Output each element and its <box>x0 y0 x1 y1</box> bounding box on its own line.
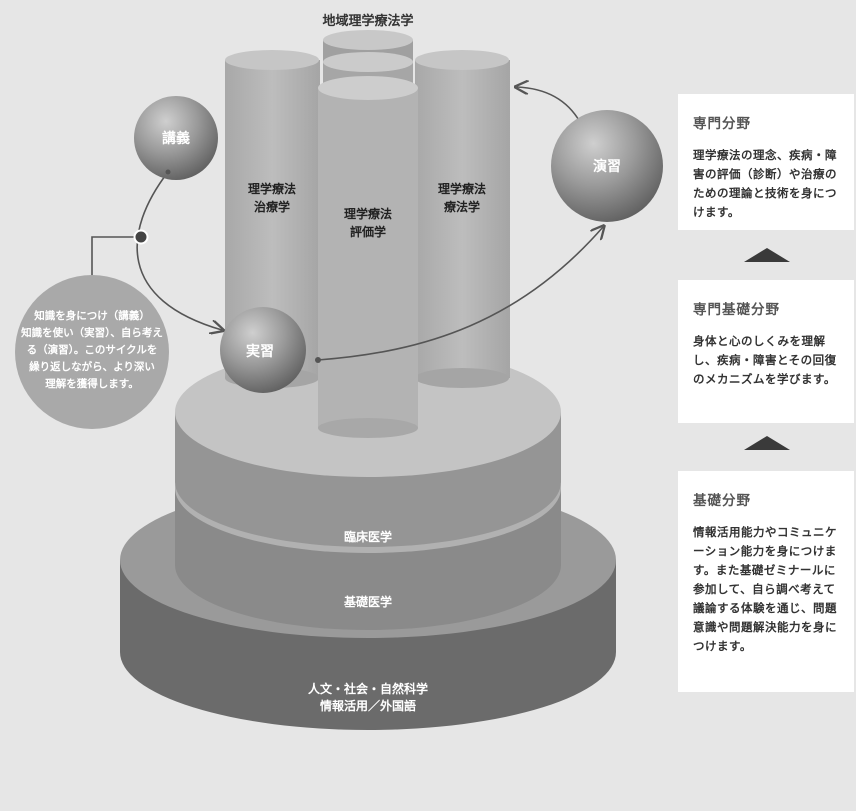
text-line: 基礎医学 <box>343 594 392 609</box>
panel-body: 理学療法の理念、疾病・障害の評価（診断）や治療のための理論と技術を身につけます。 <box>693 148 837 219</box>
note-connector-line <box>91 236 141 292</box>
text-line: 地域理学療法学 <box>322 13 413 29</box>
text-line: 理解を獲得します。 <box>45 377 138 390</box>
text-line: 人文・社会・自然科学 <box>308 681 428 696</box>
note-connector-dot <box>133 229 149 245</box>
panel-title: 専門基礎分野 <box>693 302 780 318</box>
text-line: 実習 <box>246 343 274 360</box>
text-line: 繰り返しながら、より深い <box>29 360 155 373</box>
text-line: 知識を身につけ（講義） <box>34 309 150 322</box>
sphere-practice-label: 演習 <box>593 158 621 175</box>
cylinder-center-label: 理学療法評価学 <box>344 206 392 239</box>
arrow-lecture-to-training <box>136 171 222 330</box>
text-line: 理学療法 <box>344 206 392 221</box>
panel-basic: 基礎分野 情報活用能力やコミュニケーション能力を身につけます。また基礎ゼミナール… <box>678 471 854 692</box>
text-line: 臨床医学 <box>344 529 392 544</box>
sphere-lecture-label: 講義 <box>162 130 190 147</box>
panel-title: 専門分野 <box>693 116 751 132</box>
text-line: 情報活用／外国語 <box>320 698 416 713</box>
sphere-training <box>220 307 306 393</box>
panel-specialized-basic: 専門基礎分野 身体と心のしくみを理解し、疾病・障害とその回復のメカニズムを学びま… <box>678 280 854 423</box>
cylinder-right <box>415 50 510 388</box>
sphere-practice <box>551 110 663 222</box>
text-line: 講義 <box>162 130 190 147</box>
text-line: 治療学 <box>254 199 290 214</box>
top-label: 地域理学療法学 <box>322 13 413 29</box>
panel-body: 身体と心のしくみを理解し、疾病・障害とその回復のメカニズムを学びます。 <box>693 334 837 386</box>
text-line: 知識を使い（実習）、自ら考え <box>21 326 163 339</box>
text-line: 評価学 <box>350 224 386 239</box>
tier-basic-label: 基礎医学 <box>343 594 392 609</box>
cylinder-right-label: 理学療法療法学 <box>438 181 486 214</box>
up-arrow-icon <box>744 248 790 262</box>
note-text: 知識を身につけ（講義） 知識を使い（実習）、自ら考える（演習）。このサイクルを繰り… <box>21 309 163 390</box>
training-arrow-origin <box>315 357 321 363</box>
sphere-lecture <box>134 96 218 180</box>
tier-base-label: 人文・社会・自然科学情報活用／外国語 <box>308 681 428 713</box>
cylinder-left-label: 理学療法治療学 <box>248 181 296 214</box>
panel-title: 基礎分野 <box>693 493 751 509</box>
text-line: 理学療法 <box>248 181 296 196</box>
text-line: 理学療法 <box>438 181 486 196</box>
text-line: る（演習）。このサイクルを <box>27 343 158 356</box>
text-line: 演習 <box>593 158 621 175</box>
tier-clinical-label: 臨床医学 <box>344 529 392 544</box>
panel-body: 情報活用能力やコミュニケーション能力を身につけます。また基礎ゼミナールに参加して… <box>693 525 837 653</box>
cylinder-center <box>318 76 418 438</box>
panel-specialized: 専門分野 理学療法の理念、疾病・障害の評価（診断）や治療のための理論と技術を身に… <box>678 94 854 230</box>
text-line: 療法学 <box>444 199 480 214</box>
arrow-training-to-practice <box>317 227 603 361</box>
up-arrow-icon <box>744 436 790 450</box>
note-circle <box>15 275 169 429</box>
arrow-practice-to-cylinders <box>517 87 581 123</box>
lecture-arrow-origin <box>165 169 171 175</box>
sphere-training-label: 実習 <box>246 343 274 360</box>
